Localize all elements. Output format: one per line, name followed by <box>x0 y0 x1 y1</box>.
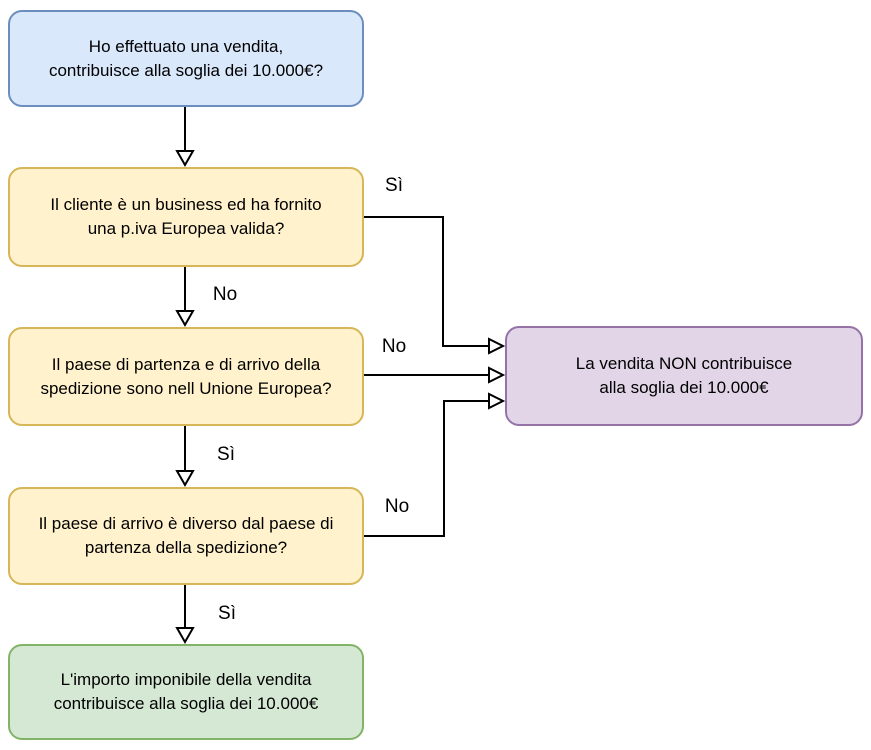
edge-business-to-not-contributes <box>364 216 506 355</box>
edge-eu-to-not-contributes <box>364 366 506 384</box>
node-question-business-vat: Il cliente è un business ed ha fornito u… <box>8 167 364 267</box>
edge-different-to-contributes <box>175 585 195 645</box>
arrow-down-icon <box>175 150 195 168</box>
node-question-eu-countries: Il paese di partenza e di arrivo della s… <box>8 327 364 426</box>
node-outcome-not-contributes-text: La vendita NON contribuisce alla soglia … <box>575 354 793 397</box>
edge-label-business-yes: Sì <box>385 175 403 196</box>
edge-label-different-yes: Sì <box>218 603 236 624</box>
edge-label-different-no: No <box>384 496 410 517</box>
node-question-different-country: Il paese di arrivo è diverso dal paese d… <box>8 487 364 585</box>
edge-business-to-eu <box>175 267 195 328</box>
arrow-down-icon <box>175 310 195 328</box>
edge-label-business-no: No <box>212 284 238 305</box>
node-start-text: Ho effettuato una vendita, contribuisce … <box>48 36 324 80</box>
arrow-down-icon <box>175 470 195 488</box>
edge-different-to-not-contributes <box>364 392 506 537</box>
edge-label-eu-no: No <box>381 336 407 357</box>
edge-label-eu-yes: Sì <box>217 444 235 465</box>
node-question-different-country-text: Il paese di arrivo è diverso dal paese d… <box>38 514 334 557</box>
node-question-business-vat-text: Il cliente è un business ed ha fornito u… <box>50 195 322 238</box>
edge-line <box>364 400 489 537</box>
node-start-question: Ho effettuato una vendita, contribuisce … <box>8 10 364 107</box>
arrow-right-icon <box>488 392 506 410</box>
node-question-eu-countries-text: Il paese di partenza e di arrivo della s… <box>40 354 332 398</box>
edge-start-to-business <box>175 107 195 168</box>
edge-line <box>364 216 489 347</box>
arrow-right-icon <box>488 366 506 384</box>
arrow-right-icon <box>488 337 506 355</box>
node-outcome-not-contributes: La vendita NON contribuisce alla soglia … <box>505 326 863 426</box>
arrow-down-icon <box>175 627 195 645</box>
node-outcome-contributes-text: L'importo imponibile della vendita contr… <box>53 670 319 713</box>
edge-eu-to-different <box>175 426 195 488</box>
node-outcome-contributes: L'importo imponibile della vendita contr… <box>8 644 364 740</box>
